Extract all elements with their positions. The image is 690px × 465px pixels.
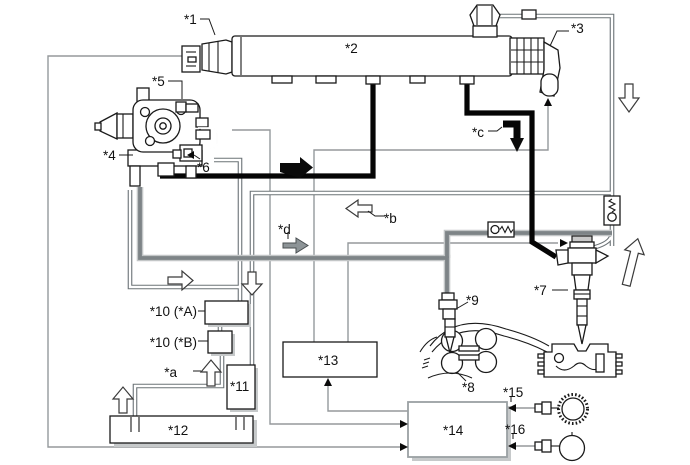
rail-body (231, 35, 513, 77)
toothed-wheel (557, 393, 589, 425)
flow-arrow-d-right (282, 237, 309, 254)
tank-pipe-stub (235, 417, 245, 430)
callout-13: *13 (318, 353, 338, 368)
pump-shaft (99, 111, 118, 141)
check-valve-horizontal (487, 221, 515, 238)
flow-arrow-injector-return-up (621, 237, 646, 287)
flow-arrow-supply-black (280, 157, 313, 178)
supply-pump (94, 87, 218, 187)
pressure-limiter (469, 4, 537, 38)
wire-rail-sensor-to-ecm (47, 55, 402, 448)
callout-11: *11 (230, 379, 249, 394)
flow-arrows (111, 83, 646, 414)
fuel-addition-line (136, 187, 612, 300)
injector-inlet (555, 249, 569, 266)
camshaft-position-sensor (534, 432, 586, 462)
callout-c: *c (472, 125, 484, 140)
addition-injector-tip (445, 336, 455, 354)
wire-driver-to-injector (347, 242, 558, 342)
callout-9: *9 (466, 293, 479, 308)
pump-outlet-fitting (195, 117, 209, 128)
callout-10a: *10 (*A) (150, 304, 197, 319)
callout-15: *15 (503, 385, 523, 400)
callout-5: *5 (152, 74, 165, 89)
injector-tip (577, 324, 587, 345)
rail-tab (315, 75, 337, 84)
pump-hp-outlet (157, 162, 175, 177)
check-valve-vertical (603, 195, 621, 226)
flow-arrow-return-down (617, 83, 641, 114)
rail-port (365, 75, 381, 85)
injector-connector (571, 235, 593, 243)
rail-pressure-sensor (509, 37, 561, 97)
callout-6: *6 (197, 160, 210, 175)
return-pipe-fitting (521, 9, 537, 20)
rail-tab (409, 75, 426, 84)
crankshaft-position-sensor (534, 393, 589, 425)
engine-cylinder-head (537, 343, 623, 378)
driver-unit-box (282, 341, 378, 378)
shading-marks (421, 357, 431, 369)
spring-glyph (499, 225, 514, 234)
exhaust-manifold (419, 322, 550, 379)
callout-b: *b (384, 211, 397, 226)
fuel-addition-injector (438, 292, 458, 354)
fuel-injector (555, 235, 610, 345)
callout-a: *a (164, 365, 177, 380)
pipe-10a-to-pump (214, 157, 243, 301)
callout-7: *7 (534, 283, 547, 298)
callout-16: *16 (505, 422, 525, 437)
callout-8: *8 (462, 380, 475, 395)
tank-pipe-stub (130, 417, 140, 432)
wire-arrowheads (187, 98, 568, 451)
wire-pump-to-ecm (232, 129, 402, 425)
callout-10b: *10 (*B) (150, 335, 197, 350)
callout-1: *1 (184, 12, 197, 27)
flow-arrow-c-shaft (503, 120, 521, 139)
wire-ecm-to-driver (327, 383, 408, 412)
rail-port (459, 75, 475, 85)
component-10b-box (207, 330, 235, 356)
flow-arrow-return-to-filter-down (240, 271, 264, 296)
fuel-filter-box (226, 364, 258, 412)
ecm-box (407, 401, 511, 461)
callout-labels: *1 *2 *3 *4 *5 *6 *7 *8 *9 *10 (*A) *10 … (103, 12, 584, 438)
spring-glyph (607, 198, 617, 213)
flow-arrow-overflow-right (167, 269, 194, 292)
flow-arrow-a-up (199, 359, 223, 387)
addition-line-main (138, 187, 449, 300)
rail-inlet-nut (201, 39, 233, 75)
pump-bolt (144, 135, 156, 147)
callout-12: *12 (168, 423, 188, 438)
callout-leaders (119, 18, 569, 439)
fuel-rail-assembly (181, 4, 561, 97)
fuel-temp-sensor (175, 101, 187, 113)
rail-tab (271, 75, 293, 84)
hp-pump-to-rail (160, 74, 376, 179)
pipe-pump-overflow (127, 190, 240, 290)
wire-driver-to-rail-sensor (313, 104, 549, 342)
hp-rail-to-injector (464, 76, 558, 260)
component-10a-box (204, 300, 251, 327)
addition-line-to-checkvalve (445, 231, 489, 258)
callout-14: *14 (443, 423, 464, 438)
fuel-tank (109, 415, 257, 447)
sensor-connector (540, 73, 559, 97)
flow-arrow-b-left (344, 198, 373, 219)
high-pressure-lines (160, 74, 558, 260)
pump-bolt (139, 106, 151, 118)
callout-3: *3 (571, 21, 584, 36)
flow-arrow-c-head (510, 138, 524, 152)
callout-4: *4 (103, 148, 116, 163)
callout-d: *d (278, 222, 291, 237)
fuel-pipes (127, 13, 615, 421)
callout-2: *2 (345, 41, 358, 56)
flow-arrow-tank-out-up (111, 386, 135, 414)
